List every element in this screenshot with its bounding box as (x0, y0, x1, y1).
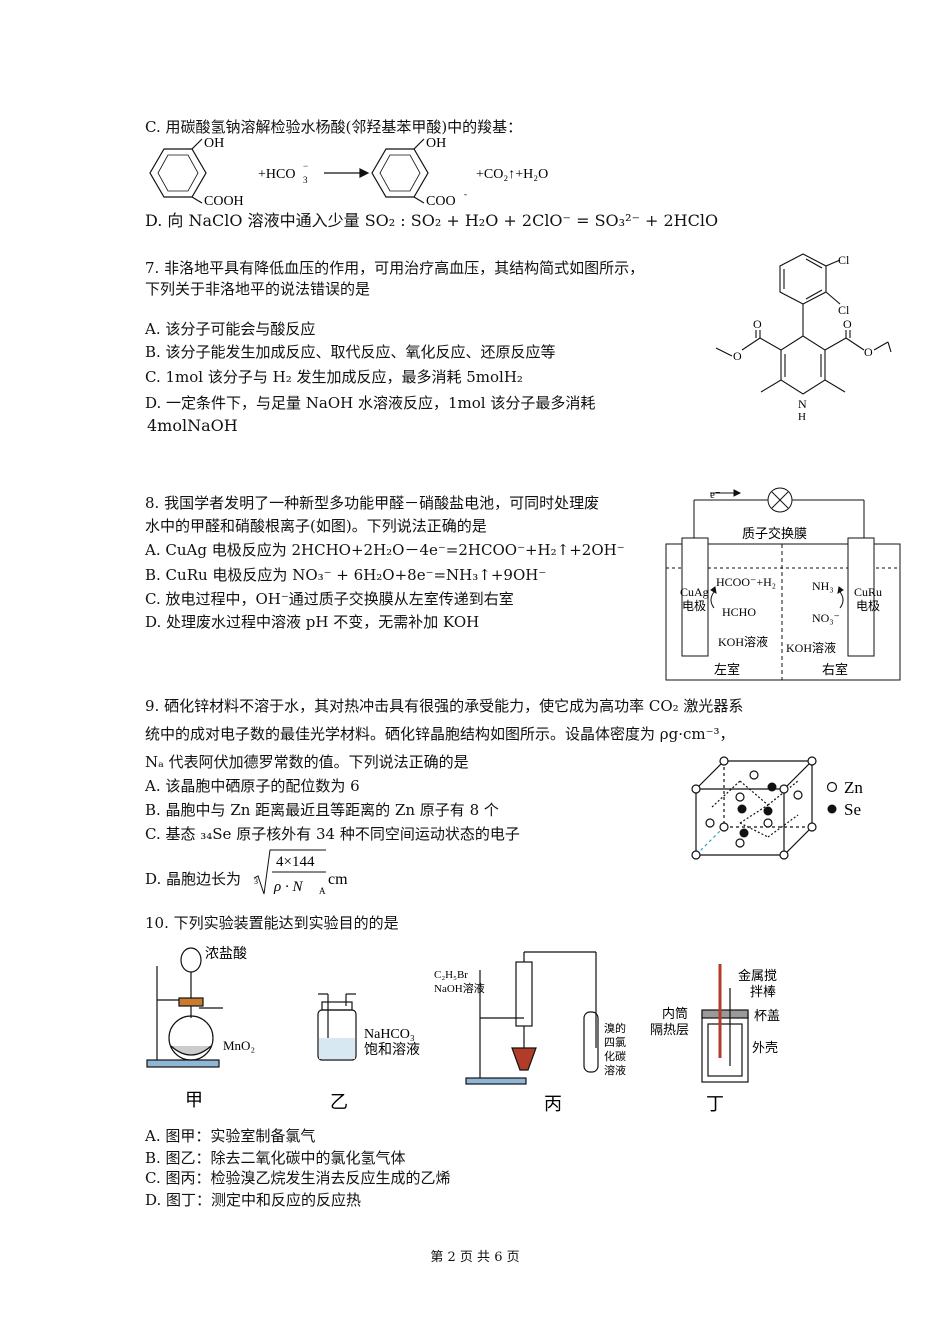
zn-legend: Zn (844, 778, 863, 797)
svg-text:A: A (319, 886, 326, 896)
figure-jia-caption: 甲 (185, 1090, 203, 1110)
q8-option-d: D. 处理废水过程中溶液 pH 不变，无需补加 KOH (145, 613, 480, 631)
svg-text:O: O (864, 345, 873, 359)
apparatus-jia: 浓盐酸 MnO₂ 甲 (146, 946, 255, 1110)
q6-option-c: C. 用碳酸氢钠溶解检验水杨酸(邻羟基苯甲酸)中的羧基： (145, 118, 523, 136)
page-footer: 第 2 页 共 6 页 (430, 1250, 520, 1265)
svg-text:电极: 电极 (682, 599, 706, 613)
figure-ding-caption: 丁 (706, 1094, 724, 1114)
figure-yi-caption: 乙 (330, 1092, 348, 1112)
electron-label: e⁻ (710, 489, 721, 501)
q7-option-c: C. 1mol 该分子与 H₂ 发生加成反应，最多消耗 5molH₂ (145, 368, 523, 386)
q8-stem-line2: 水中的甲醛和硝酸根离子(如图)。下列说法正确的是 (145, 517, 487, 535)
svg-text:电极: 电极 (856, 599, 880, 613)
nahco3-label: NaHCO₃ (364, 1027, 415, 1042)
felodipine-structure: Cl Cl O O O O N H (715, 253, 892, 423)
apparatus-ding: 金属搅 拌棒 杯盖 内筒 隔热层 外壳 丁 (650, 964, 780, 1114)
q9-stem-line2: 统中的成对电子数的最佳光学材料。硒化锌晶胞结构如图所示。设晶体密度为 ρg·cm… (145, 725, 735, 743)
fraction-denominator: ρ · N (273, 879, 303, 895)
svg-text:拌棒: 拌棒 (750, 984, 776, 999)
q9-stem-line3: Nₐ 代表阿伏加德罗常数的值。下列说法正确的是 (145, 753, 469, 771)
svg-text:四氯: 四氯 (604, 1035, 626, 1049)
q8-option-a: A. CuAg 电极反应为 2HCHO+2H₂O－4e⁻=2HCOO⁻+H₂↑+… (145, 541, 625, 559)
q8-stem-line1: 8. 我国学者发明了一种新型多功能甲醛－硝酸盐电池，可同时处理废 (145, 494, 600, 512)
q6-hco3-label: +HCO (258, 167, 295, 182)
svg-text:NO₃⁻: NO₃⁻ (812, 611, 840, 625)
q10-option-d: D. 图丁：测定中和反应的反应热 (145, 1191, 362, 1209)
cl-label-2: Cl (838, 303, 850, 317)
battery-diagram: e⁻ 质子交换膜 CuAg 电极 CuRu 电极 HCOO⁻+H₂ HCHO N… (665, 487, 901, 681)
q10-option-b: B. 图乙：除去二氧化碳中的氯化氢气体 (145, 1149, 406, 1167)
q10-option-a: A. 图甲：实验室制备氯气 (145, 1127, 316, 1145)
shell-label: 外壳 (752, 1040, 778, 1055)
svg-text:O: O (753, 317, 762, 331)
q7-option-d-line1: D. 一定条件下，与足量 NaOH 水溶液反应，1mol 该分子最多消耗 (145, 394, 596, 412)
q7-option-b: B. 该分子能发生加成反应、取代反应、氧化反应、还原反应等 (145, 343, 556, 361)
svg-text:溴的: 溴的 (604, 1021, 626, 1035)
left-chamber-label: 左室 (714, 662, 740, 677)
q8-option-b: B. CuRu 电极反应为 NO₃⁻ + 6H₂O+8e⁻=NH₃↑+9OH⁻ (145, 566, 547, 584)
q7-stem-line2: 下列关于非洛地平的说法错误的是 (145, 280, 371, 298)
c2h5br-label: C₂H₅Br (434, 969, 468, 981)
q7-option-a: A. 该分子可能会与酸反应 (145, 320, 316, 338)
right-chamber-label: 右室 (822, 662, 848, 677)
svg-text:NH₃: NH₃ (812, 579, 834, 593)
q6-coo-label: COO (426, 194, 456, 207)
q10-stem: 10. 下列实验装置能达到实验目的的是 (145, 914, 399, 932)
q8-option-c: C. 放电过程中，OH⁻通过质子交换膜从左室传递到右室 (145, 590, 514, 608)
q7-option-d-line2: 4molNaOH (147, 416, 238, 435)
apparatus-bing: C₂H₅Br NaOH溶液 溴的 四氯 化碳 溶液 丙 (434, 951, 626, 1114)
naoh-solution-label: NaOH溶液 (434, 981, 485, 995)
unit-label: cm (328, 871, 348, 888)
svg-text:O: O (843, 317, 852, 331)
svg-text:3: 3 (303, 175, 308, 185)
svg-text:CuAg: CuAg (680, 585, 709, 599)
svg-text:HCOO⁻+H₂: HCOO⁻+H₂ (716, 575, 776, 589)
membrane-label: 质子交换膜 (742, 526, 807, 541)
q6-cooh-label: COOH (204, 194, 244, 207)
q9-option-b: B. 晶胞中与 Zn 距离最近且等距离的 Zn 原子有 8 个 (145, 801, 499, 819)
q6-products: +CO₂↑+H₂O (476, 167, 548, 182)
cl-label-1: Cl (838, 253, 850, 267)
lid-label: 杯盖 (754, 1008, 780, 1023)
q6-equation-figure: OH COOH +HCO 3 − OH COO - +CO₂↑+H₂O (149, 136, 548, 207)
q9-cube-root-expression: 3 4×144 ρ · N A cm (253, 849, 348, 896)
q10-option-c: C. 图丙：检验溴乙烷发生消去反应生成的乙烯 (145, 1169, 451, 1187)
apparatus-yi: NaHCO₃ 饱和溶液 乙 (317, 993, 420, 1112)
q9-option-c: C. 基态 ₃₄Se 原子核外有 34 种不同空间运动状态的电子 (145, 825, 520, 843)
svg-text:O: O (733, 349, 742, 363)
n-label: N (798, 397, 807, 411)
svg-text:内筒: 内筒 (662, 1006, 688, 1021)
q6-oh-label-2: OH (426, 136, 446, 151)
h-label: H (798, 411, 806, 423)
svg-text:隔热层: 隔热层 (650, 1022, 689, 1037)
q6-oh-label: OH (204, 136, 224, 151)
svg-text:−: − (303, 161, 308, 171)
svg-text:金属搅: 金属搅 (738, 968, 777, 983)
q9-option-a: A. 该晶胞中硒原子的配位数为 6 (145, 777, 360, 795)
q9-option-d: D. 晶胞边长为 (145, 870, 242, 888)
svg-text:KOH溶液: KOH溶液 (718, 634, 768, 649)
saturated-solution-label: 饱和溶液 (364, 1042, 420, 1058)
svg-text:KOH溶液: KOH溶液 (786, 640, 836, 655)
svg-text:-: - (464, 189, 467, 199)
znse-unit-cell: Zn Se (691, 756, 863, 860)
se-legend: Se (844, 800, 861, 819)
q9-stem-line1: 9. 硒化锌材料不溶于水，其对热冲击具有很强的承受能力，使它成为高功率 CO₂ … (145, 697, 744, 715)
fraction-numerator: 4×144 (276, 854, 315, 870)
svg-text:溶液: 溶液 (604, 1063, 626, 1077)
q7-stem-line1: 7. 非洛地平具有降低血压的作用，可用治疗高血压，其结构简式如图所示， (145, 259, 645, 277)
svg-text:CuRu: CuRu (854, 585, 882, 599)
mno2-label: MnO₂ (223, 1038, 255, 1053)
svg-text:3: 3 (254, 877, 258, 886)
conc-hcl-label: 浓盐酸 (205, 946, 247, 962)
svg-text:HCHO: HCHO (722, 605, 756, 619)
figure-bing-caption: 丙 (544, 1094, 562, 1114)
q6-option-d: D. 向 NaClO 溶液中通入少量 SO₂ : SO₂ + H₂O + 2Cl… (145, 211, 719, 230)
svg-text:化碳: 化碳 (604, 1049, 626, 1063)
